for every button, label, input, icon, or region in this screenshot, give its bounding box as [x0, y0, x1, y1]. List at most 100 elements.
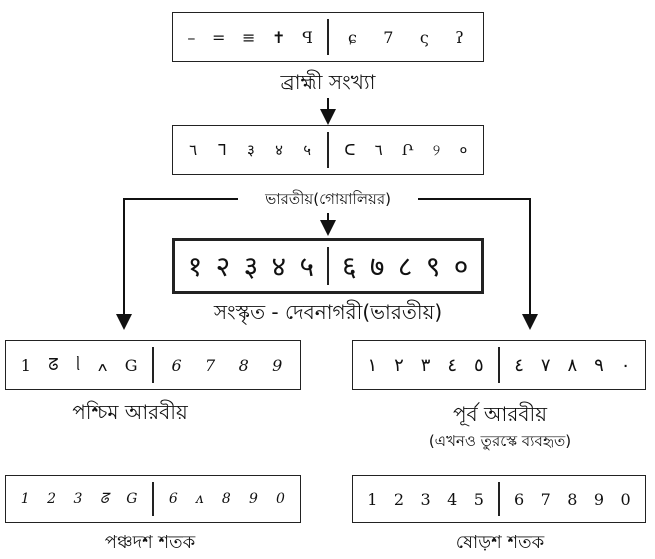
digit: 2	[393, 489, 405, 509]
brahmi-right-digits: ɕ 7 ς ʔ	[329, 28, 483, 47]
digit: ٠	[620, 354, 631, 376]
digit: ٤	[447, 354, 458, 376]
digit: ١	[367, 354, 378, 376]
digit: ०	[453, 250, 469, 283]
digit: 9	[248, 491, 258, 507]
gwalior-left-digits: ٦ ᒣ ३ ४ ५	[173, 140, 327, 160]
digit: 3	[73, 491, 83, 507]
digit: 8	[221, 491, 231, 507]
digit: ७	[369, 250, 385, 283]
divider	[498, 482, 500, 516]
digit: ɕ	[347, 27, 357, 47]
digit: ३	[247, 141, 255, 159]
digit: ५	[299, 250, 314, 283]
digit: 8	[567, 489, 578, 509]
digit: 1	[367, 489, 378, 509]
arrow-to-west-arabic	[116, 198, 246, 330]
digit: ०	[459, 141, 468, 159]
digit: 4	[447, 489, 458, 509]
west-arabic-numerals-box: 1 ᘔ ᥣ ߍ G 6 7 8 9	[5, 340, 301, 390]
digit: 2	[47, 491, 56, 507]
digit: 9	[272, 355, 283, 375]
gwalior-label: ভারতীয়(গোয়ালিয়র)	[238, 188, 418, 213]
digit: ६	[341, 250, 357, 283]
east-arabic-left-digits: ١ ٢ ٣ ٤ ٥	[353, 355, 498, 376]
west-arabic-label: পশ্চিম আরবীয়	[72, 400, 188, 424]
digit: ٦	[189, 141, 198, 159]
digit: –	[187, 27, 196, 47]
east-arabic-sublabel: (এখনও তুরস্কে ব্যবহৃত)	[428, 432, 572, 450]
brahmi-numerals-box: – = ≡ ✝ ꟼ ɕ 7 ς ʔ	[172, 12, 484, 62]
digit: ٦	[374, 141, 383, 159]
digit: 3	[420, 489, 431, 509]
digit: ४	[275, 141, 283, 159]
digit: ٣	[420, 354, 431, 376]
digit: 7	[540, 489, 551, 509]
digit: 5	[473, 489, 484, 509]
digit: ٨	[567, 354, 578, 376]
digit: ३	[243, 250, 259, 283]
east-arabic-numerals-box: ١ ٢ ٣ ٤ ٥ ٤ ٧ ٨ ٩ ٠	[352, 340, 646, 390]
digit: ꟼ	[302, 27, 313, 47]
divider	[327, 19, 329, 55]
digit: ᑕ	[344, 141, 356, 159]
divider	[498, 347, 500, 383]
fifteenth-century-label: পঞ্চদশ শতক	[104, 532, 196, 553]
digit: Ր	[401, 141, 414, 159]
divider	[327, 132, 329, 168]
digit: ς	[419, 27, 429, 47]
devanagari-numerals-box: १ २ ३ ४ ५ ६ ७ ८ ९ ०	[172, 238, 484, 294]
digit: 9	[593, 489, 605, 509]
fifteenth-left-digits: 1 2 3 ᘔ G	[6, 491, 152, 507]
digit: ४	[271, 250, 287, 283]
digit: 7	[383, 27, 394, 47]
sixteenth-left-digits: 1 2 3 4 5	[353, 490, 498, 509]
sixteenth-century-numerals-box: 1 2 3 4 5 6 7 8 9 0	[352, 475, 646, 523]
arrow-to-east-arabic	[410, 198, 538, 330]
digit: G	[124, 355, 138, 375]
digit: ୨	[432, 141, 441, 159]
digit: ९	[425, 250, 441, 283]
gwalior-right-digits: ᑕ ٦ Ր ୨ ०	[329, 140, 483, 160]
digit: १	[187, 250, 203, 283]
digit: 8	[238, 355, 249, 375]
digit: ٢	[394, 354, 404, 376]
digit: 7	[205, 355, 216, 375]
digit: ᥣ	[76, 355, 81, 374]
brahmi-left-digits: – = ≡ ✝ ꟼ	[173, 28, 327, 47]
digit: ߍ	[97, 355, 108, 375]
sixteenth-right-digits: 6 7 8 9 0	[500, 490, 645, 509]
fifteenth-right-digits: 6 ᴧ 8 9 0	[154, 491, 300, 507]
devanagari-label: সংস্কৃত - দেবনাগরী(ভারতীয়)	[213, 300, 443, 324]
east-arabic-label: পূর্ব আরবীয়	[452, 402, 548, 426]
digit: 0	[276, 491, 285, 507]
west-arabic-left-digits: 1 ᘔ ᥣ ߍ G	[6, 355, 152, 375]
digit: ٥	[474, 354, 484, 376]
digit: 1	[20, 355, 31, 375]
devanagari-left-digits: १ २ ३ ४ ५	[175, 247, 327, 285]
divider	[326, 247, 330, 285]
digit: 6	[168, 491, 178, 507]
divider	[152, 482, 154, 516]
digit: ᘔ	[48, 355, 59, 374]
digit: 0	[620, 489, 631, 509]
digit: ᒣ	[217, 141, 227, 159]
digit: 6	[171, 355, 182, 375]
digit: G	[126, 491, 138, 507]
digit: ʔ	[455, 27, 464, 47]
digit: ٤	[514, 354, 524, 376]
east-arabic-right-digits: ٤ ٧ ٨ ٩ ٠	[500, 355, 645, 376]
digit: ८	[397, 250, 413, 283]
digit: 6	[513, 489, 525, 509]
gwalior-numerals-box: ٦ ᒣ ३ ४ ५ ᑕ ٦ Ր ୨ ०	[172, 125, 484, 175]
digit: 1	[20, 491, 30, 507]
digit: =	[211, 27, 226, 47]
divider	[152, 347, 154, 383]
digit: ᴧ	[195, 491, 204, 507]
west-arabic-right-digits: 6 7 8 9	[154, 356, 300, 375]
devanagari-right-digits: ६ ७ ८ ९ ०	[329, 247, 481, 285]
fifteenth-century-numerals-box: 1 2 3 ᘔ G 6 ᴧ 8 9 0	[5, 475, 301, 523]
digit: ५	[303, 141, 312, 159]
brahmi-label: ব্রাহ্মী সংখ্যা	[280, 70, 376, 94]
digit: ٩	[594, 354, 604, 376]
